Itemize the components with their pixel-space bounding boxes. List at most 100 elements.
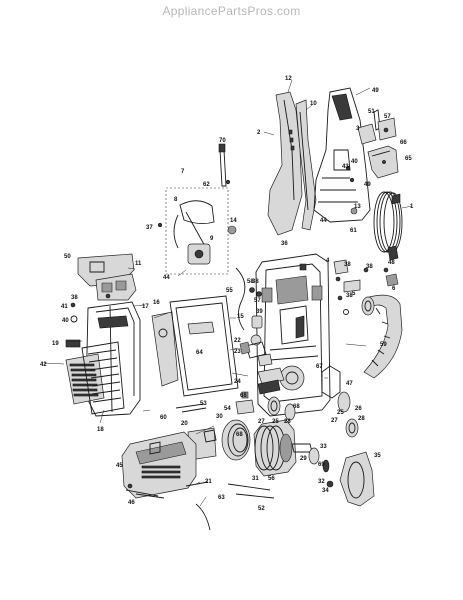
top-right-small-parts: [345, 109, 399, 183]
callout-33: 33: [320, 444, 327, 450]
power-cord: [373, 191, 403, 261]
callout-38c: 38: [344, 262, 351, 268]
callout-57a: 57: [384, 114, 391, 120]
callout-68a: 68: [240, 393, 247, 399]
callout-31: 31: [252, 476, 259, 482]
callout-61: 61: [350, 228, 357, 234]
callout-29: 29: [300, 456, 307, 462]
callout-17: 17: [142, 304, 149, 310]
side-panels: [151, 295, 239, 397]
callout-38d: 38: [366, 264, 373, 270]
callout-18: 18: [97, 427, 104, 433]
callout-47: 47: [346, 381, 353, 387]
hose: [361, 294, 403, 379]
bag-housing: [121, 431, 197, 499]
callout-16: 16: [153, 300, 160, 306]
callout-58: 58: [247, 279, 254, 285]
callout-57b: 57: [254, 298, 261, 304]
callout-27b: 27: [331, 418, 338, 424]
upper-handle-assembly: [267, 87, 371, 236]
callout-6: 6: [392, 286, 396, 292]
callout-9: 9: [210, 236, 214, 242]
callout-23: 23: [234, 349, 241, 355]
callout-40b: 40: [351, 159, 358, 165]
callout-labels: 1 2 3 4 5 6 7 8 9 10 11 12 13 14 15 16 1…: [40, 76, 414, 512]
callout-50: 50: [64, 254, 71, 260]
callout-7: 7: [181, 169, 185, 175]
callout-25b: 25: [337, 410, 344, 416]
leader-lines: [43, 79, 413, 507]
callout-24: 24: [234, 379, 241, 385]
callout-11: 11: [135, 261, 142, 267]
callout-66: 66: [400, 140, 407, 146]
callout-45: 45: [116, 463, 123, 469]
callout-25a: 25: [272, 419, 279, 425]
callout-38b: 38: [252, 279, 259, 285]
callout-63: 63: [218, 495, 225, 501]
callout-3: 3: [356, 126, 360, 132]
motor-rings: [221, 419, 251, 461]
callout-64: 64: [196, 350, 203, 356]
callout-37: 37: [146, 225, 153, 231]
callout-12: 12: [285, 76, 292, 82]
callout-49b: 49: [364, 182, 371, 188]
callout-48: 48: [388, 260, 395, 266]
callout-59: 59: [380, 342, 387, 348]
callout-44a: 44: [163, 275, 170, 281]
callout-35: 35: [374, 453, 381, 459]
callout-36: 36: [281, 241, 288, 247]
callout-39: 39: [256, 309, 263, 315]
callout-44b: 44: [320, 218, 327, 224]
callout-10: 10: [310, 101, 317, 107]
callout-60: 60: [160, 415, 167, 421]
callout-55: 55: [226, 288, 233, 294]
callout-22: 22: [234, 338, 241, 344]
callout-26: 26: [355, 406, 362, 412]
callout-34: 34: [322, 488, 329, 494]
callout-19: 19: [52, 341, 59, 347]
internal-wire: [235, 267, 246, 331]
callout-28b: 28: [358, 416, 365, 422]
callout-40a: 40: [62, 318, 69, 324]
callout-69: 69: [318, 462, 325, 468]
motor-assembly: [253, 419, 334, 488]
callout-21: 21: [205, 479, 212, 485]
switch-wiring-assembly: [157, 143, 237, 277]
callout-62: 62: [203, 182, 210, 188]
callout-38a: 38: [71, 295, 78, 301]
frame-small-parts: [239, 287, 273, 367]
callout-54: 54: [224, 406, 231, 412]
top-cover-parts: [70, 253, 137, 323]
callout-65: 65: [405, 156, 412, 162]
callout-38e: 38: [346, 293, 353, 299]
rods-and-pins: [125, 403, 275, 531]
callout-1: 1: [410, 204, 414, 210]
callout-20: 20: [181, 421, 188, 427]
callout-14: 14: [230, 218, 237, 224]
callout-68b: 68: [236, 432, 243, 438]
right-small-parts: [333, 259, 399, 315]
callout-32: 32: [318, 479, 325, 485]
callout-49a: 49: [372, 88, 379, 94]
callout-2: 2: [257, 130, 261, 136]
callout-41: 41: [61, 304, 68, 310]
callout-4: 4: [326, 258, 330, 264]
watermark: AppliancePartsPros.com: [162, 4, 301, 18]
callout-42: 42: [40, 362, 47, 368]
callout-70: 70: [219, 138, 226, 144]
callout-5: 5: [352, 291, 356, 297]
callout-15: 15: [237, 314, 244, 320]
callout-46: 46: [128, 500, 135, 506]
callout-43: 43: [342, 164, 349, 170]
callout-51: 51: [368, 109, 375, 115]
callout-67: 67: [316, 364, 323, 370]
callout-13: 13: [354, 204, 361, 210]
callout-56: 56: [268, 476, 275, 482]
callout-68c: 68: [293, 404, 300, 410]
callout-28a: 28: [284, 419, 291, 425]
end-cap: [339, 451, 375, 507]
callout-30: 30: [216, 414, 223, 420]
brush-motor-parts: [235, 365, 359, 438]
callout-8: 8: [174, 197, 178, 203]
